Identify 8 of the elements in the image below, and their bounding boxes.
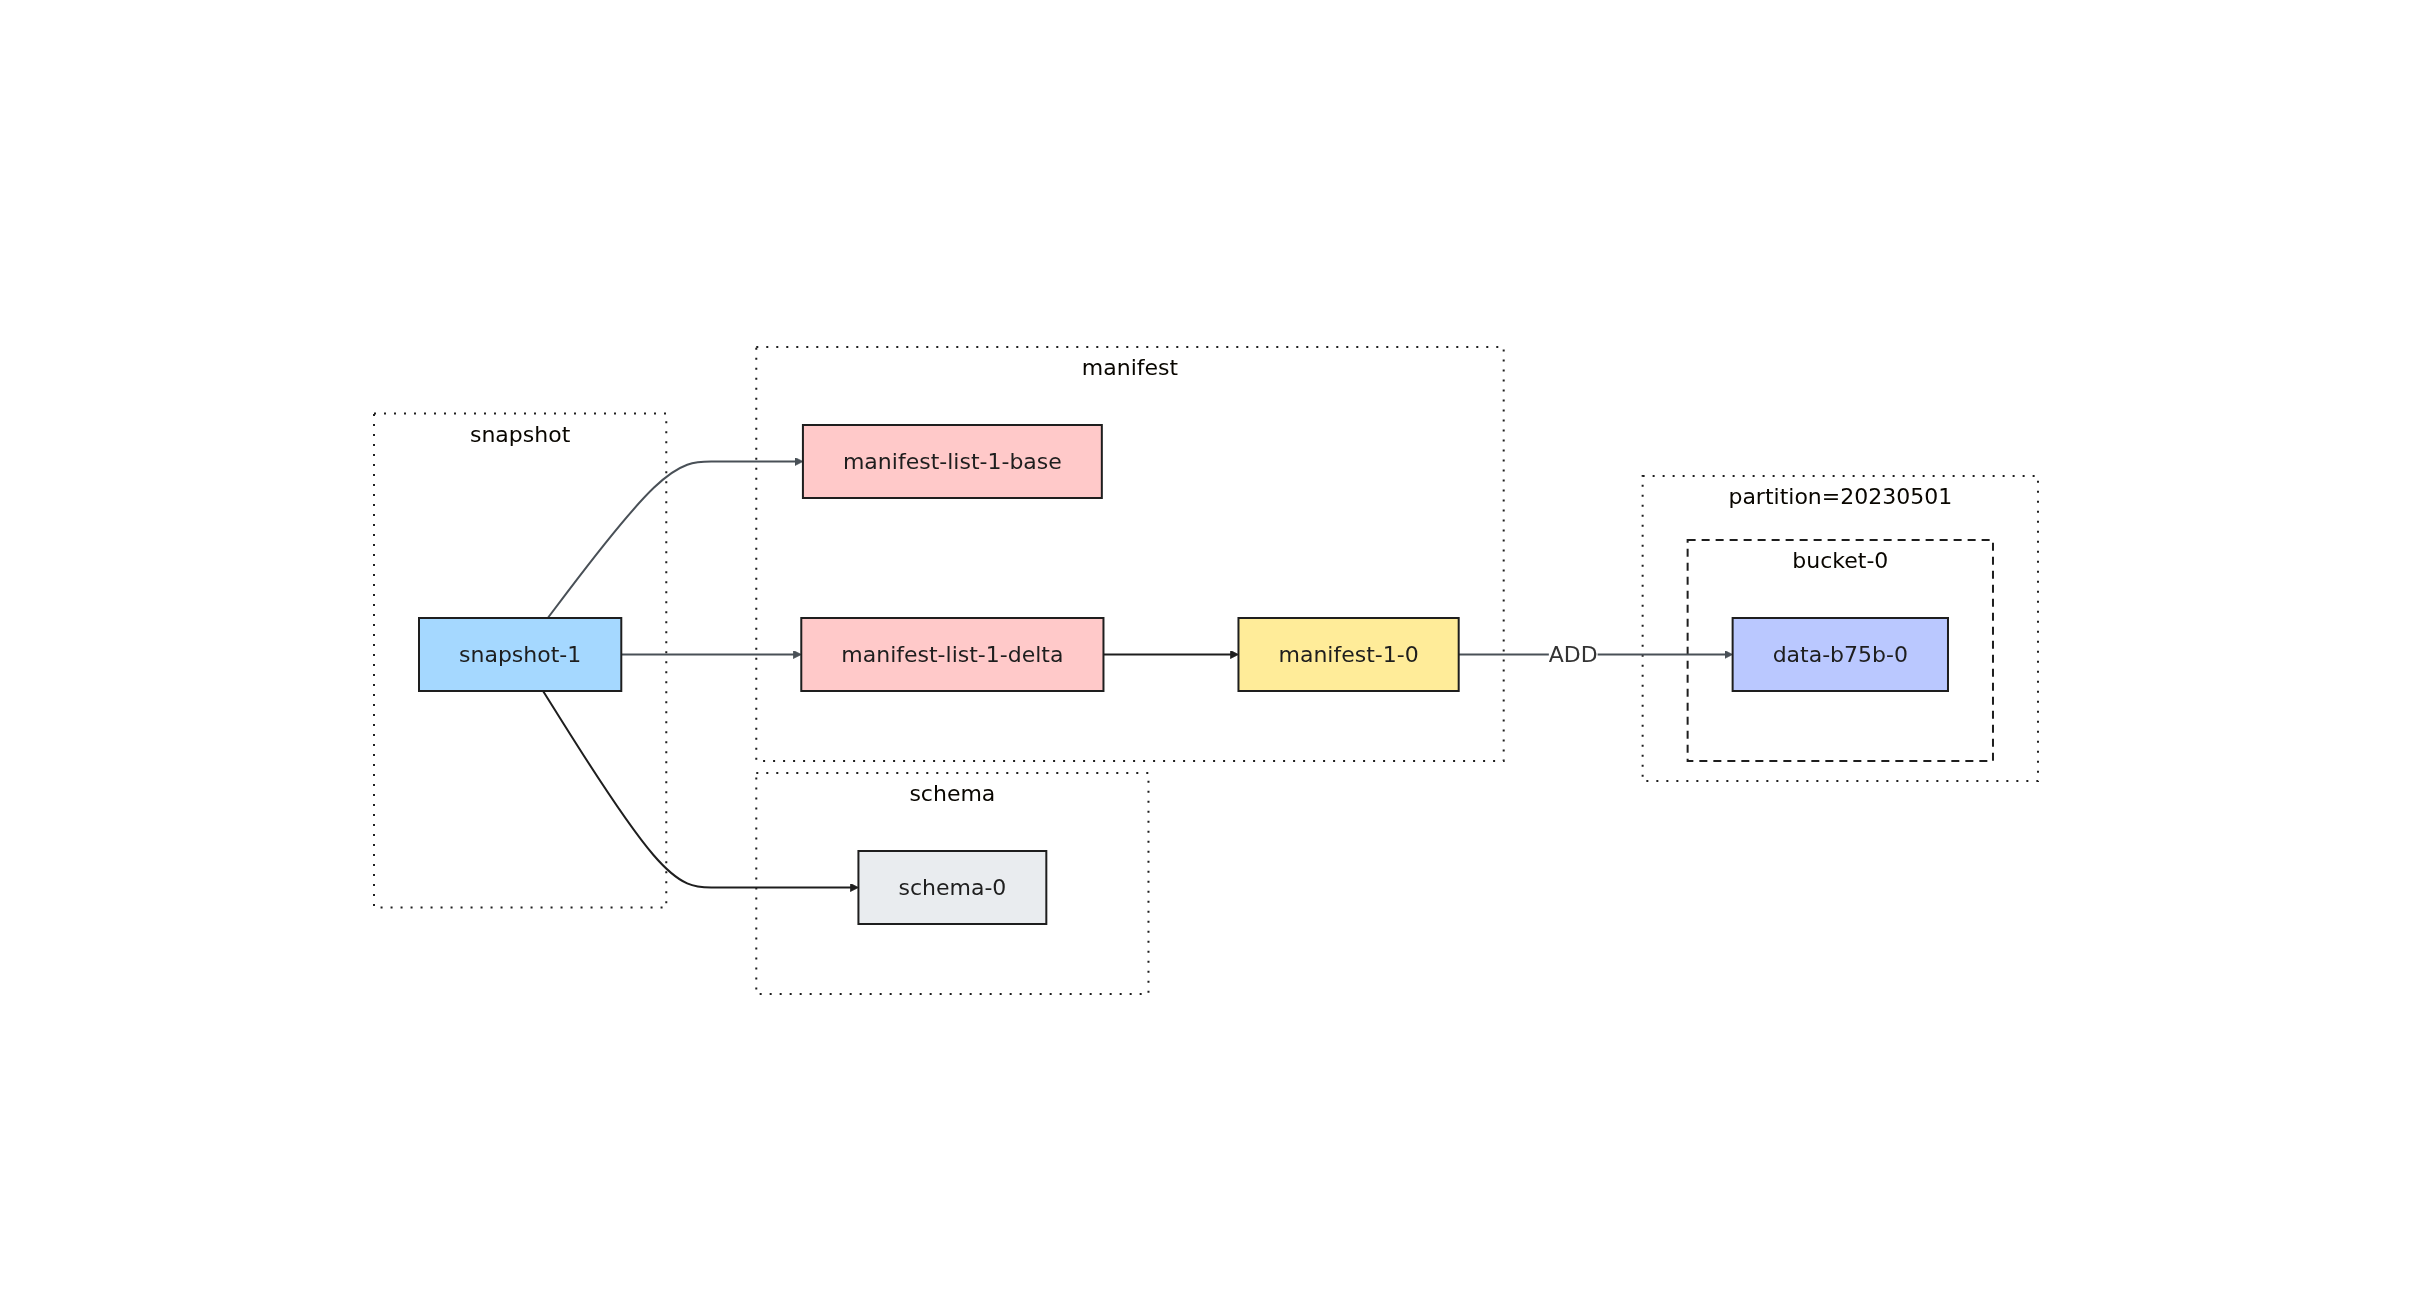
arrow (546, 456, 803, 619)
node-box: snapshot-1 (417, 616, 622, 692)
node-box: manifest-1-0 (1236, 616, 1460, 692)
node-box: data-b75b-0 (1731, 616, 1949, 692)
node-box: schema-0 (856, 849, 1047, 925)
edge-label: ADD (1548, 641, 1598, 667)
node-box: manifest-list-1-base (801, 423, 1103, 499)
node-box: manifest-list-1-delta (799, 616, 1104, 692)
